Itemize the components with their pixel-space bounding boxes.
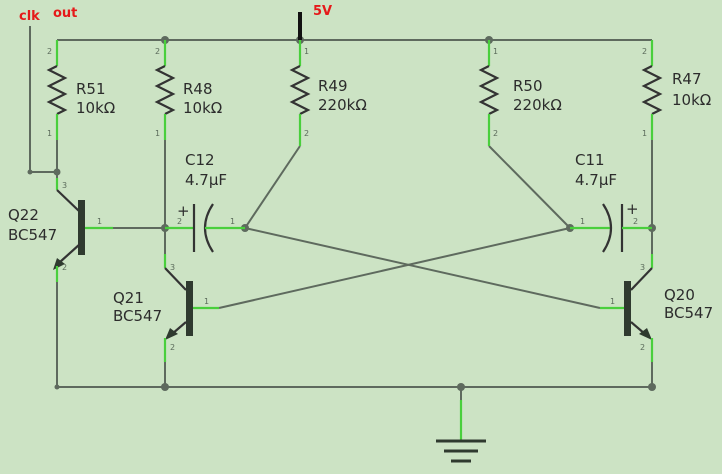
svg-text:1: 1 [493, 47, 498, 56]
r51-name: R51 [76, 80, 106, 98]
junction [457, 383, 465, 391]
junction [27, 169, 33, 175]
vcc-label: 5V [313, 4, 332, 19]
svg-text:1: 1 [304, 47, 309, 56]
resistor-r47[interactable]: 2 1 R47 10kΩ [641, 40, 711, 140]
transistor-q20[interactable]: 3 1 2 Q20 BC547 [600, 254, 713, 362]
r47-value: 10kΩ [672, 91, 711, 109]
r47-name: R47 [672, 70, 702, 88]
resistor-r49[interactable]: 1 2 R49 220kΩ [289, 40, 367, 146]
r49-value: 220kΩ [318, 96, 367, 114]
c11-value: 4.7µF [575, 171, 617, 189]
svg-text:2: 2 [642, 47, 647, 56]
svg-text:2: 2 [47, 47, 52, 56]
r50-value: 220kΩ [513, 96, 562, 114]
r49-name: R49 [318, 77, 348, 95]
svg-text:1: 1 [97, 217, 102, 226]
clk-label: clk [19, 9, 40, 24]
svg-text:2: 2 [304, 129, 309, 138]
r50-name: R50 [513, 77, 543, 95]
resistor-r50[interactable]: 1 2 R50 220kΩ [478, 40, 562, 146]
transistor-q21[interactable]: 3 1 2 Q21 BC547 [113, 254, 219, 362]
svg-text:1: 1 [204, 297, 209, 306]
c12-name: C12 [185, 151, 215, 169]
capacitor-c11[interactable]: + 2 1 C11 4.7µF [570, 151, 652, 253]
resistor-r48[interactable]: 2 1 R48 10kΩ [154, 40, 222, 140]
svg-text:2: 2 [155, 47, 160, 56]
q22-name: Q22 [8, 206, 39, 224]
svg-text:1: 1 [47, 129, 52, 138]
r49-to-c12-wire [244, 145, 301, 229]
svg-text:3: 3 [62, 181, 67, 190]
svg-text:3: 3 [170, 263, 175, 272]
r51-value: 10kΩ [76, 99, 115, 117]
capacitor-c12[interactable]: + 2 1 C12 4.7µF [165, 151, 245, 253]
ground-symbol [436, 400, 486, 463]
svg-text:2: 2 [493, 129, 498, 138]
q20-value: BC547 [664, 304, 713, 322]
c11-name: C11 [575, 151, 605, 169]
q21-name: Q21 [113, 289, 144, 307]
q21-value: BC547 [113, 307, 162, 325]
svg-text:2: 2 [170, 343, 175, 352]
svg-text:1: 1 [642, 129, 647, 138]
svg-text:2: 2 [633, 217, 638, 226]
c12-plus-mark: + [177, 202, 190, 220]
r48-value: 10kΩ [183, 99, 222, 117]
cross-wire-b [218, 227, 571, 309]
r50-to-c11-wire [488, 145, 571, 229]
wires [29, 26, 653, 418]
svg-text:2: 2 [62, 263, 67, 272]
svg-text:2: 2 [177, 217, 182, 226]
junction [53, 168, 61, 176]
q22-value: BC547 [8, 226, 57, 244]
svg-text:1: 1 [610, 297, 615, 306]
svg-text:1: 1 [230, 217, 235, 226]
svg-text:1: 1 [155, 129, 160, 138]
svg-text:1: 1 [580, 217, 585, 226]
c12-value: 4.7µF [185, 171, 227, 189]
svg-text:2: 2 [640, 343, 645, 352]
c11-plus-mark: + [626, 200, 639, 218]
transistor-q22[interactable]: 3 1 2 Q22 BC547 [8, 178, 113, 282]
out-label: out [53, 6, 77, 21]
svg-text:3: 3 [640, 263, 645, 272]
junction [648, 383, 656, 391]
junction [54, 384, 60, 390]
cross-wire-a [244, 227, 601, 309]
r48-name: R48 [183, 80, 213, 98]
q20-name: Q20 [664, 286, 695, 304]
junction [161, 383, 169, 391]
resistor-r51[interactable]: 2 1 R51 10kΩ [46, 40, 115, 140]
